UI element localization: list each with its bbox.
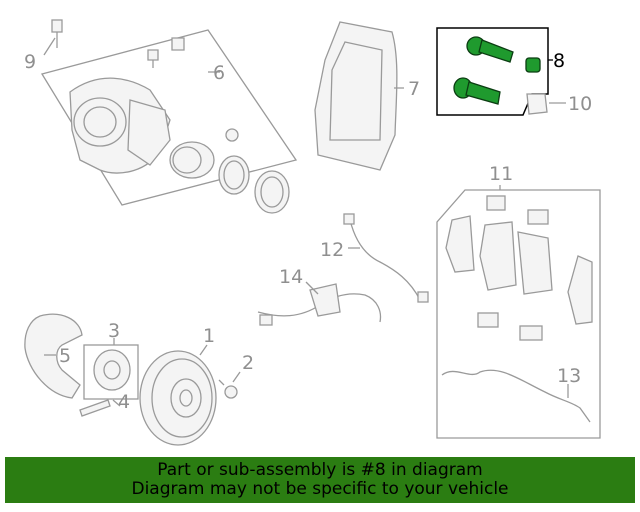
part-3-group: 3 — [83, 320, 139, 400]
pad-shim — [445, 215, 475, 273]
caliper-piston — [169, 141, 215, 179]
callout-2[interactable]: 2 — [242, 352, 254, 374]
callout-10[interactable]: 10 — [568, 93, 592, 115]
pad-shim-outer — [567, 255, 593, 325]
part-2-group: 2 — [218, 352, 254, 399]
brake-pad-inner — [479, 221, 517, 291]
banner-line-2: Diagram may not be specific to your vehi… — [131, 479, 509, 499]
caliper-assembly-group: 6 — [40, 29, 298, 214]
part-14-group: 14 — [257, 266, 382, 326]
bleeder-cap — [171, 37, 185, 51]
pad-clip-2 — [527, 209, 549, 225]
caliper-bracket — [314, 21, 398, 171]
hub-outline — [83, 344, 139, 400]
part-4-group: 4 — [79, 391, 130, 417]
part-12-group: 12 — [320, 213, 429, 303]
callout-1[interactable]: 1 — [203, 325, 215, 347]
caliper-bore — [73, 97, 127, 147]
wire-clip-12a — [343, 213, 355, 225]
part-8-group: 8 — [436, 27, 565, 116]
bleeder-screw — [147, 49, 159, 61]
wire-clip-12b — [417, 291, 429, 303]
part-7-group: 7 — [314, 21, 420, 171]
nut — [225, 128, 239, 142]
callout-4[interactable]: 4 — [118, 391, 130, 413]
callout-9[interactable]: 9 — [24, 51, 36, 73]
brake-rotor — [139, 350, 217, 446]
part-9-group: 9 — [24, 19, 63, 73]
part-10-group: 10 — [526, 93, 592, 115]
parts-diagram: 6 9 7 8 10 11 — [24, 19, 601, 446]
brake-pad-outer — [517, 231, 553, 295]
hub-bolt — [79, 399, 111, 417]
callout-14[interactable]: 14 — [279, 266, 303, 288]
callout-13[interactable]: 13 — [557, 365, 581, 387]
callout-5[interactable]: 5 — [59, 345, 71, 367]
guide-pin-bolt-lower — [465, 81, 501, 105]
wheel-hub — [93, 349, 131, 391]
brake-pad-kit-outline — [436, 189, 601, 439]
pad-clip-1 — [486, 195, 506, 211]
bushing-10 — [526, 93, 548, 115]
part-13-group: 13 — [557, 365, 581, 398]
caliper-bridge — [127, 99, 171, 166]
pad-clip-3 — [477, 312, 499, 328]
callout-6[interactable]: 6 — [213, 62, 225, 84]
harness-connector — [259, 314, 273, 326]
wear-sensor-wire — [441, 369, 591, 423]
part-11-group: 11 — [436, 163, 601, 439]
callout-7[interactable]: 7 — [408, 78, 420, 100]
callout-3[interactable]: 3 — [108, 320, 120, 342]
callout-8[interactable]: 8 — [553, 50, 565, 72]
sensor-bracket — [309, 283, 341, 317]
part-info-banner: Part or sub-assembly is #8 in diagram Di… — [5, 457, 635, 503]
dust-shield — [24, 313, 83, 399]
abs-sensor-wire — [349, 219, 421, 301]
banner-line-1: Part or sub-assembly is #8 in diagram — [157, 460, 483, 480]
part-5-group: 5 — [24, 313, 83, 399]
rotor-screw — [224, 385, 238, 399]
callout-11[interactable]: 11 — [489, 163, 513, 185]
bolt-9 — [51, 19, 63, 33]
callout-12[interactable]: 12 — [320, 239, 344, 261]
pad-clip-4 — [519, 325, 543, 341]
part-1-group: 1 — [139, 325, 217, 446]
guide-pin-bolt-upper — [478, 39, 514, 63]
harness-wire — [257, 293, 382, 323]
guide-pin-boot — [525, 57, 541, 73]
